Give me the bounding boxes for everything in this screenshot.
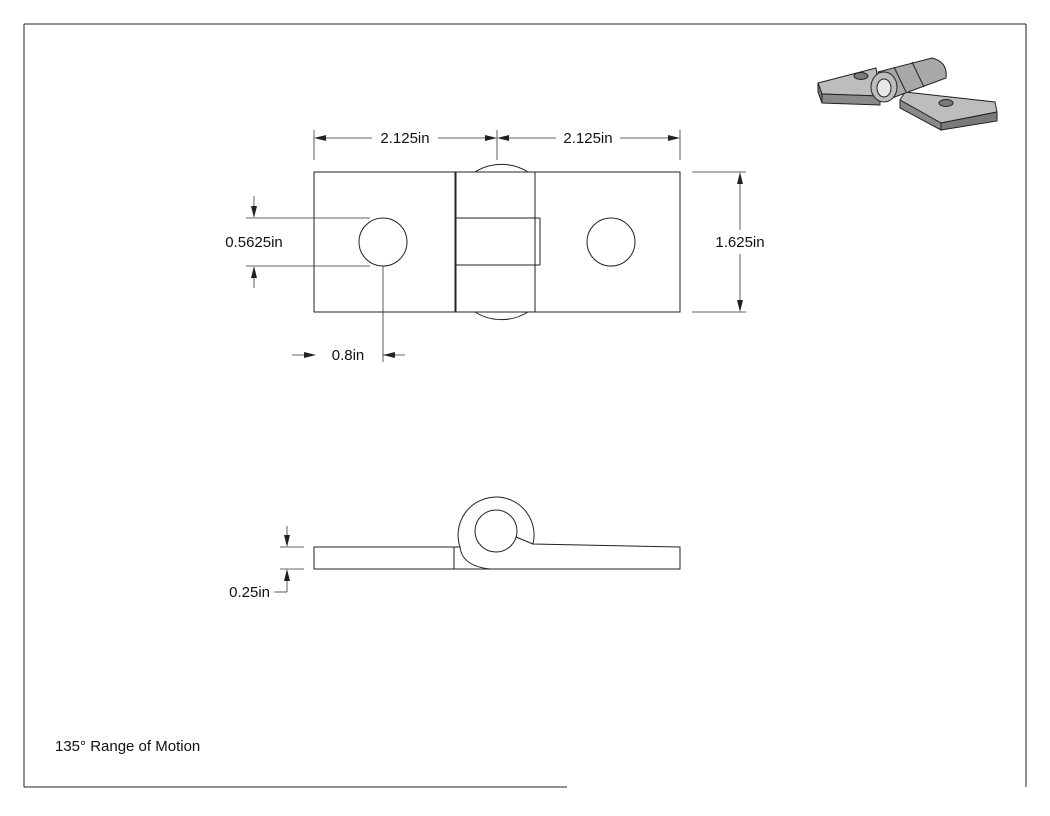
hole-horizontal-dimension xyxy=(292,266,405,362)
dim-leaf-thickness: 0.25in xyxy=(229,584,270,601)
dim-leaf-height: 1.625in xyxy=(715,234,764,251)
dim-hole-vertical-offset: 0.5625in xyxy=(225,234,283,251)
range-of-motion-note: 135° Range of Motion xyxy=(55,738,200,755)
sheet-frame xyxy=(23,23,1027,788)
left-mounting-hole xyxy=(358,217,408,267)
hinge-top-view xyxy=(313,163,681,321)
dim-left-leaf-width: 2.125in xyxy=(380,130,429,147)
height-dimension xyxy=(692,171,746,313)
width-dimension xyxy=(313,130,681,160)
hinge-side-view xyxy=(313,496,681,570)
dim-hole-horizontal-offset: 0.8in xyxy=(332,347,365,364)
hole-vertical-dimension xyxy=(246,196,370,288)
thickness-dimension xyxy=(274,526,304,593)
dim-right-leaf-width: 2.125in xyxy=(563,130,612,147)
right-mounting-hole xyxy=(586,217,636,267)
hinge-isometric-icon xyxy=(817,57,998,131)
